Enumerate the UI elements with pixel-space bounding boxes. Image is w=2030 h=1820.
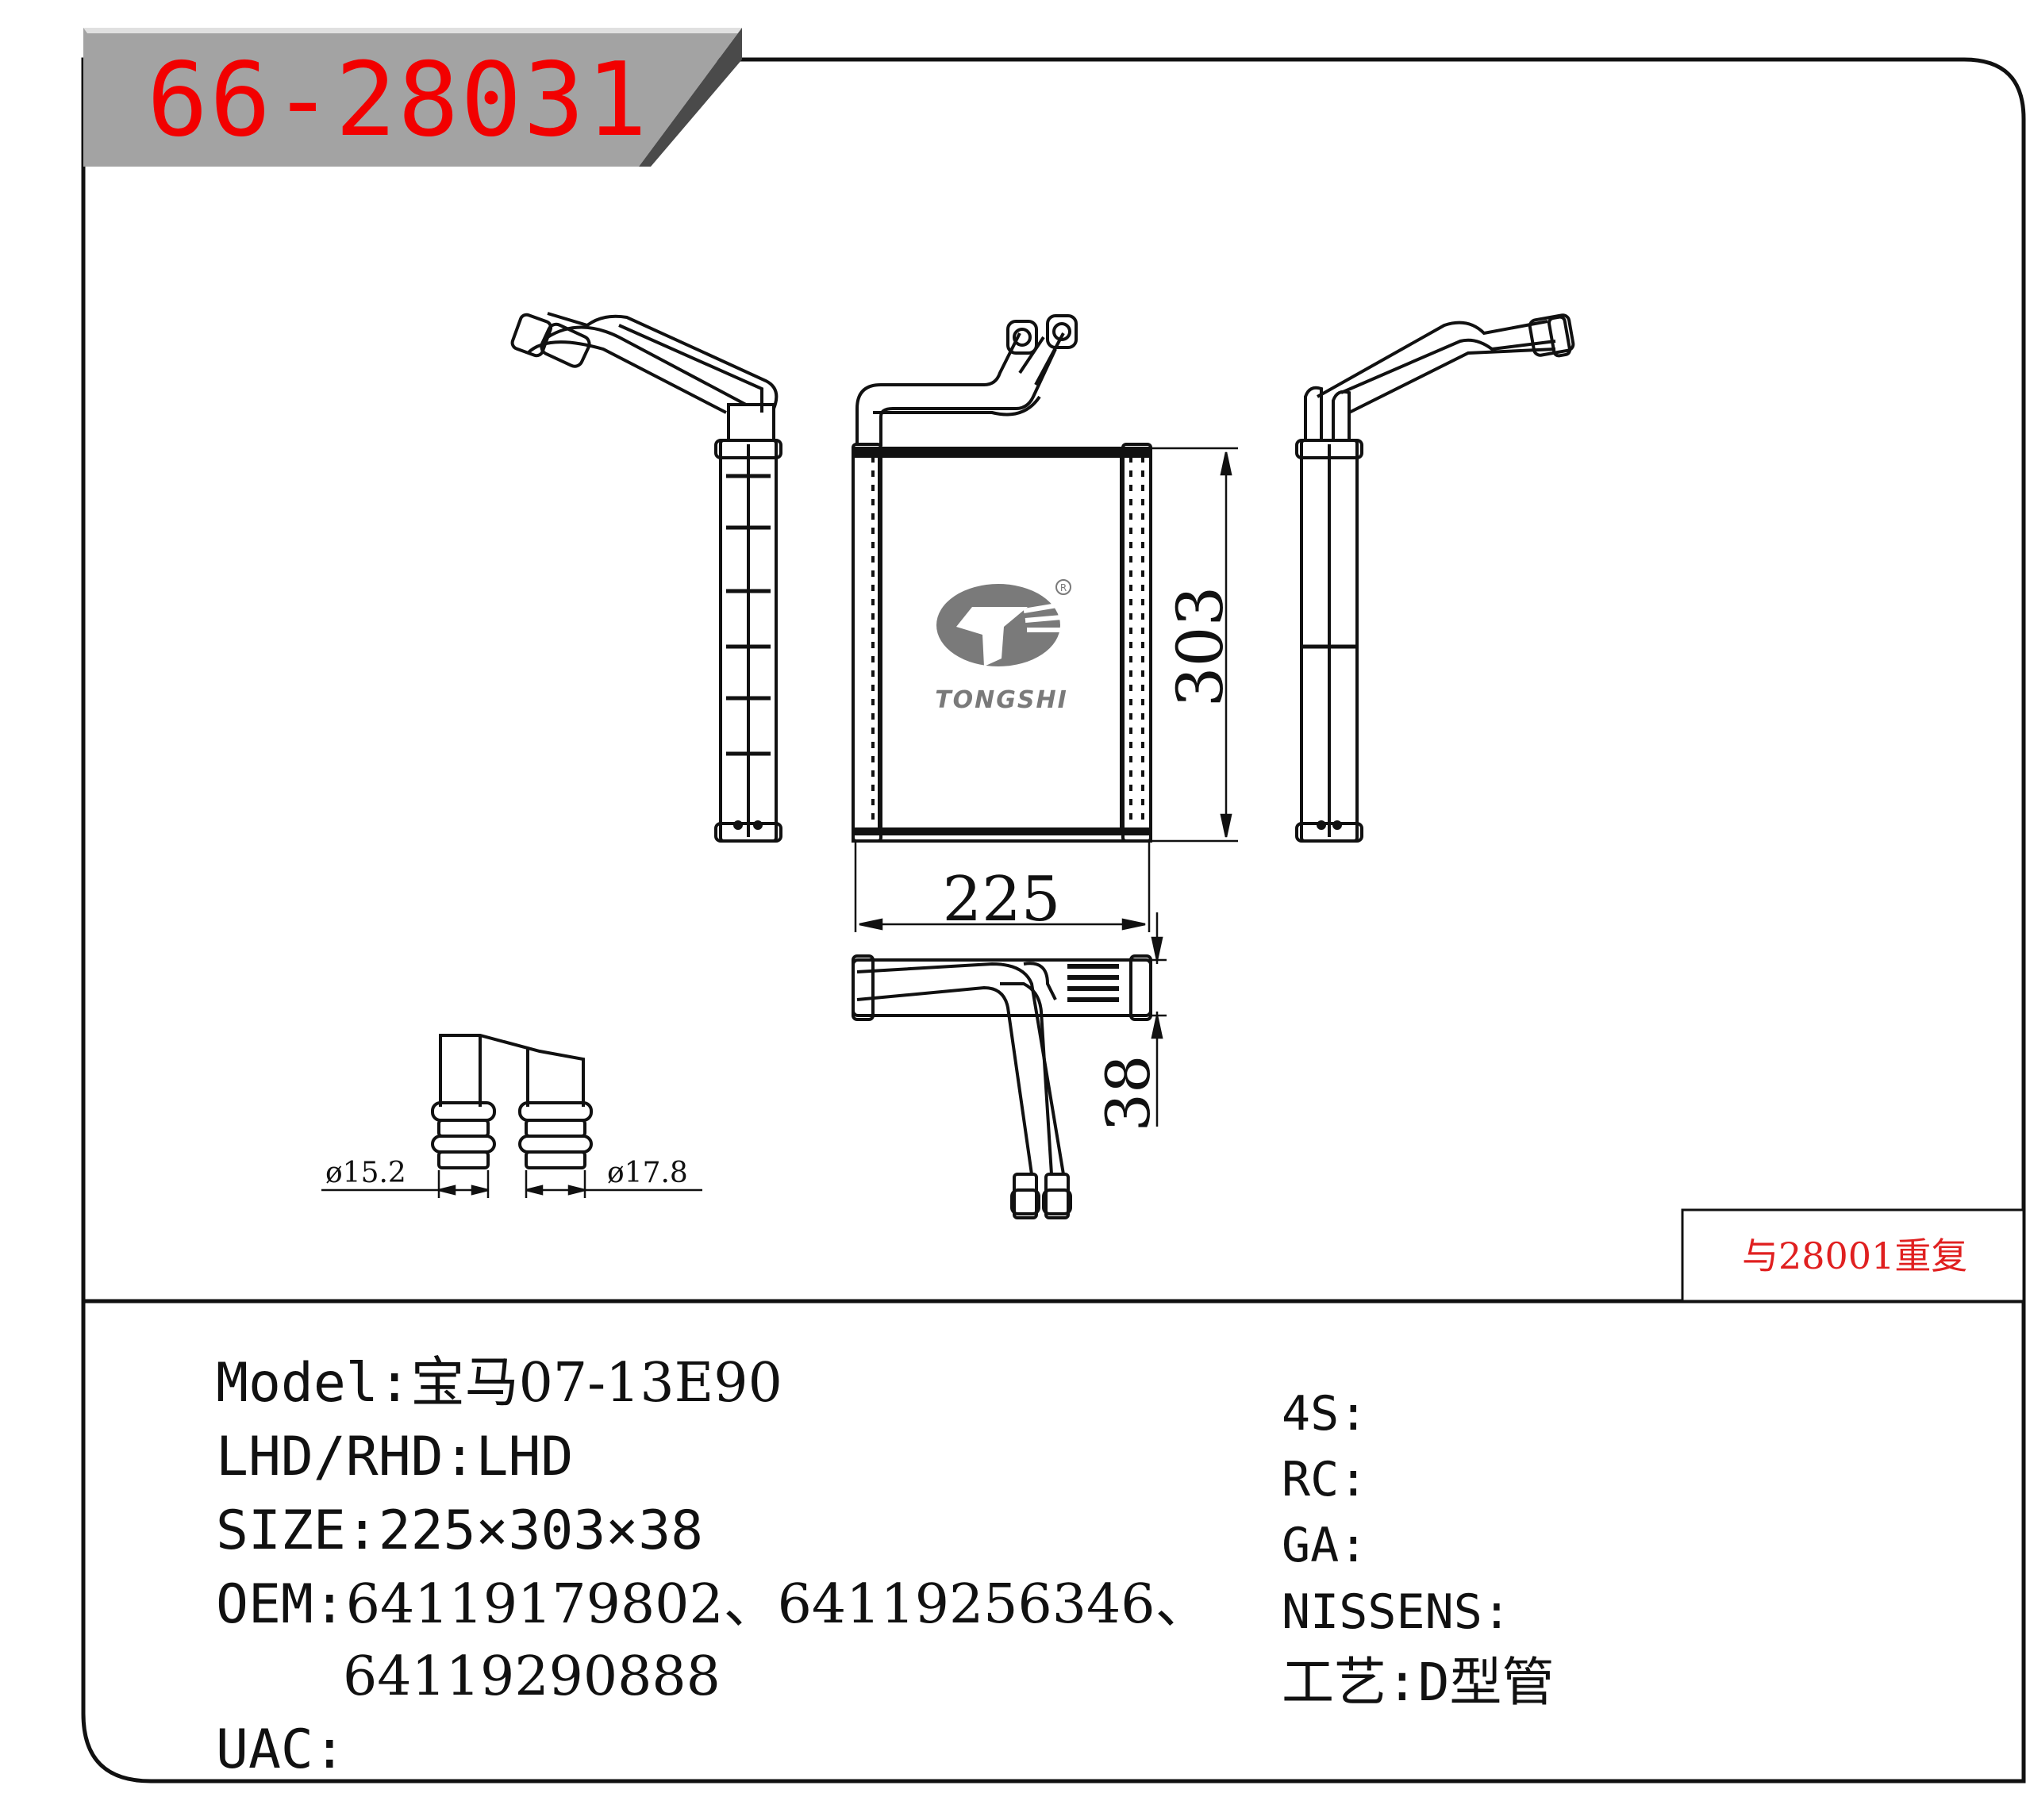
spec-oem: OEM:64119179802、64119256346、 — [216, 1578, 1209, 1632]
spec-hand: LHD/RHD:LHD — [216, 1430, 573, 1484]
logo-wordmark: TONGSHI — [935, 686, 1068, 714]
ref-ga: GA: — [1282, 1522, 1367, 1569]
process-value: D型管 — [1417, 1652, 1555, 1713]
hand-value: LHD — [475, 1426, 574, 1488]
pipe-diameter-2-label: ø17.8 — [607, 1157, 688, 1189]
oem-value-line1: 64119179802、64119256346、 — [345, 1573, 1209, 1636]
width-dimension-label: 225 — [943, 864, 1061, 935]
ga-label: GA: — [1282, 1518, 1368, 1573]
depth-dimension-label: 38 — [1093, 1055, 1163, 1132]
oem-label: OEM: — [216, 1573, 346, 1636]
dimension-height — [1151, 447, 1238, 843]
pipe-diameter-1-label: ø15.2 — [325, 1157, 406, 1189]
duplicate-note: 与28001重复 — [1742, 1234, 1968, 1277]
hand-label: LHD/RHD: — [216, 1426, 476, 1488]
duplicate-note-box — [1681, 1208, 2025, 1303]
front-view — [852, 314, 1152, 843]
part-number-banner — [83, 28, 742, 167]
uac-label: UAC: — [216, 1718, 346, 1781]
nissens-label: NISSENS: — [1282, 1584, 1511, 1640]
ref-process: 工艺:D型管 — [1282, 1657, 1555, 1709]
size-value: 225×303×38 — [378, 1499, 704, 1562]
size-label: SIZE: — [216, 1499, 379, 1562]
model-value: 宝马07-13E90 — [410, 1352, 782, 1415]
process-label: 工艺: — [1282, 1652, 1418, 1713]
spec-oem-cont: 64119290888 — [343, 1650, 721, 1704]
model-label: Model: — [216, 1352, 411, 1415]
right-side-view — [1295, 313, 1575, 843]
outer-frame — [81, 57, 2026, 1784]
left-side-view — [510, 312, 782, 843]
height-dimension-label: 303 — [1163, 586, 1237, 708]
pipe-diameter-dimensions — [321, 1170, 702, 1198]
spec-size: SIZE:225×303×38 — [216, 1504, 703, 1558]
dimension-depth — [1151, 912, 1167, 1127]
pipe-fittings-detail — [431, 1034, 593, 1169]
ref-4s: 4S: — [1282, 1390, 1367, 1438]
dimension-width — [854, 841, 1151, 932]
ref-rc: RC: — [1282, 1456, 1367, 1503]
oem-value-line2: 64119290888 — [343, 1645, 721, 1708]
spec-uac: UAC: — [216, 1723, 346, 1777]
part-number-title: 66-28031 — [147, 41, 649, 159]
spec-model: Model:宝马07-13E90 — [216, 1357, 782, 1411]
rc-label: RC: — [1282, 1452, 1368, 1507]
4s-label: 4S: — [1282, 1386, 1368, 1442]
ref-nissens: NISSENS: — [1282, 1588, 1511, 1636]
tongshi-logo: R TONGSHI — [935, 579, 1071, 714]
registered-mark: R — [1060, 582, 1067, 593]
top-view — [852, 954, 1152, 1219]
